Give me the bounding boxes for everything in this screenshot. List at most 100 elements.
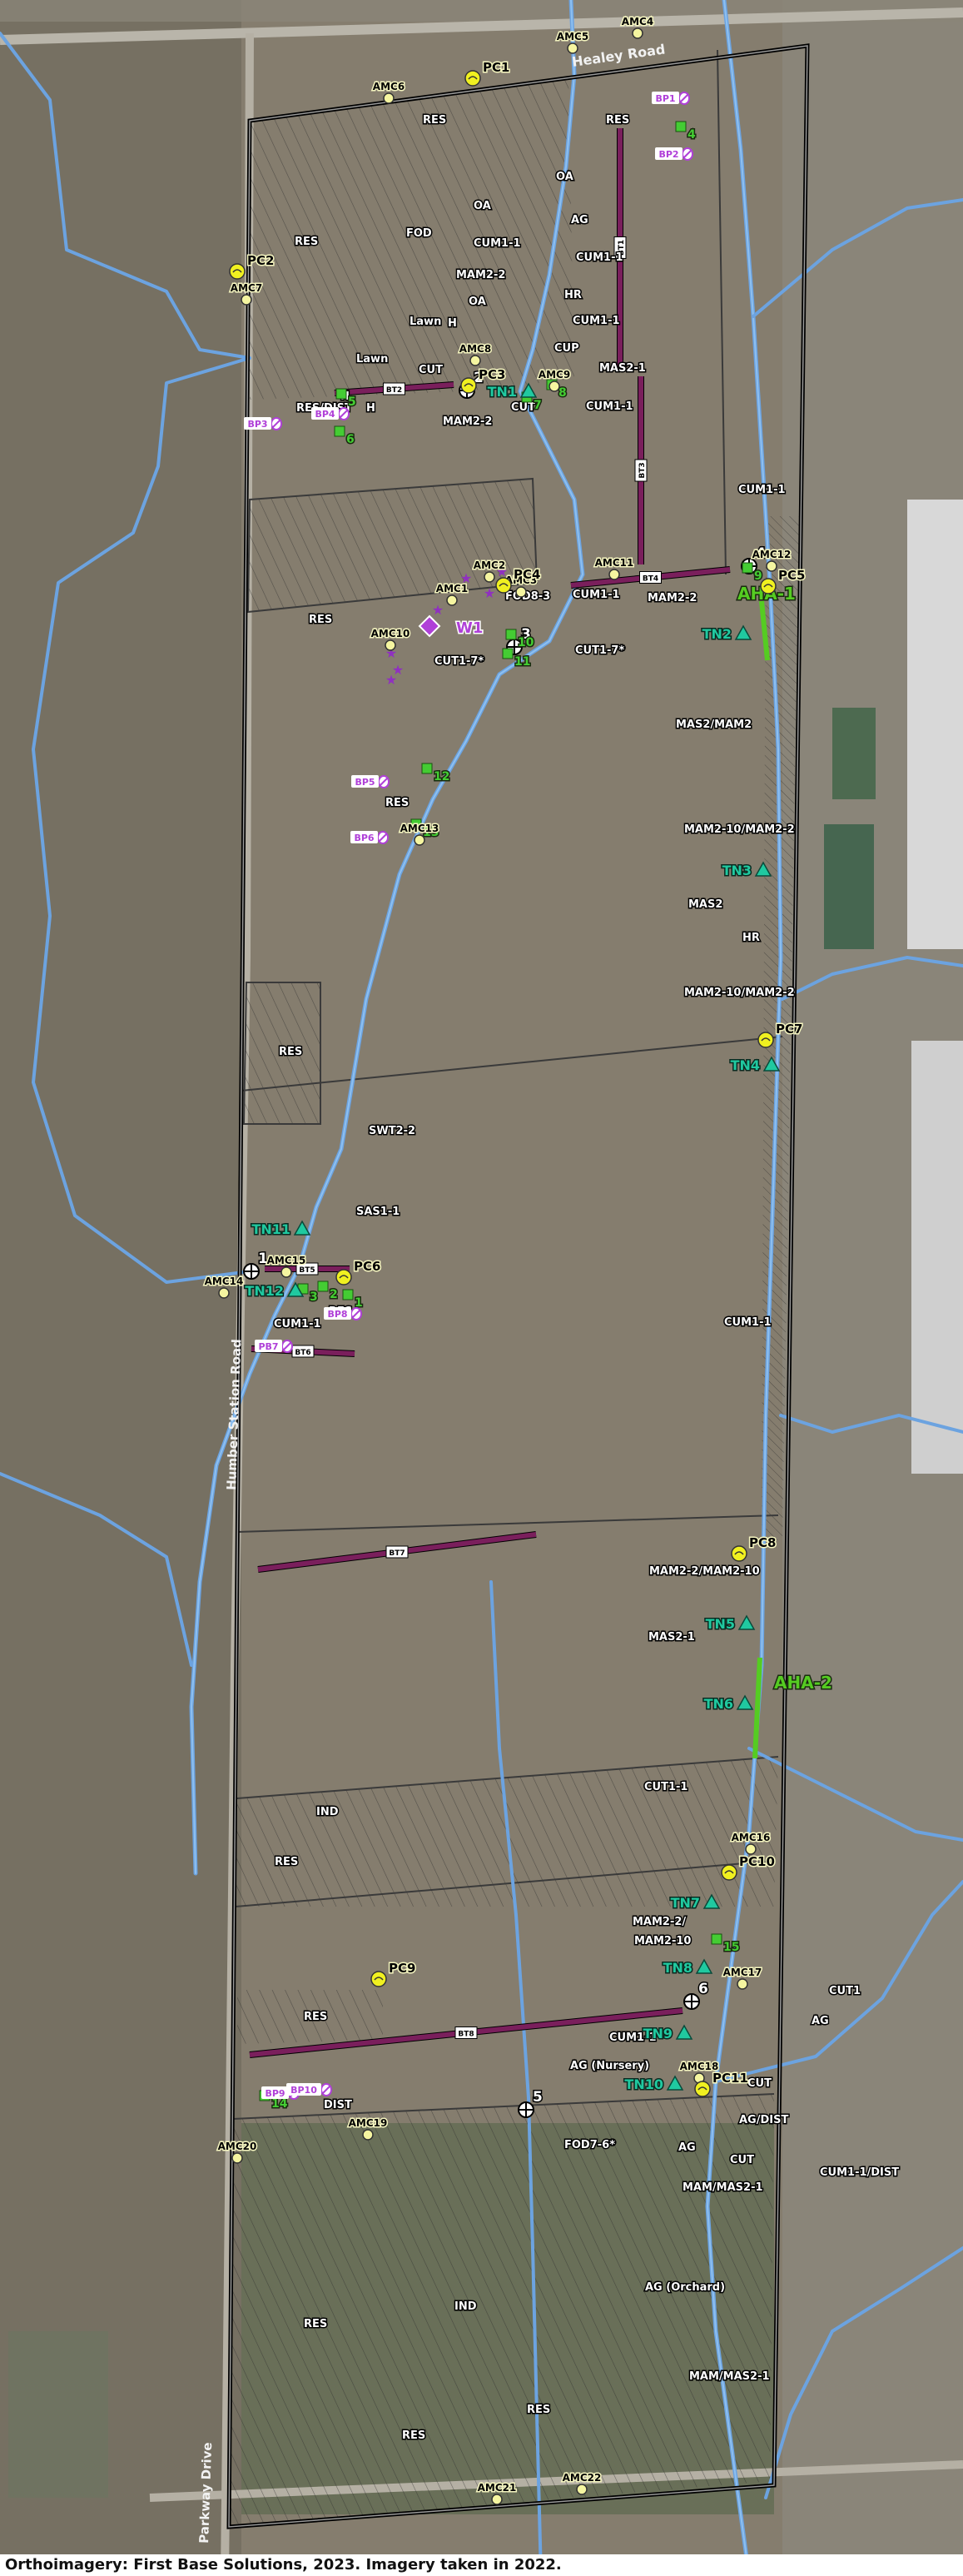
land-unit-label: MAM2-10/MAM2-2 <box>684 987 795 999</box>
probe-bp10: BP10 <box>286 2083 332 2096</box>
station-pc9: PC9 <box>370 1960 417 1987</box>
square-icon <box>421 763 433 774</box>
circle-icon <box>385 639 396 651</box>
station-pc1: PC1 <box>464 59 511 87</box>
land-unit-label: CUT1-7* <box>434 655 484 668</box>
station-tn7: TN7 <box>669 1893 721 1912</box>
station-amc3: AMC3 <box>504 574 539 598</box>
pc-label: PC11 <box>712 2071 748 2086</box>
probe-bp5: BP5 <box>351 775 390 788</box>
circle-icon <box>515 586 527 598</box>
land-unit-label: MAM2-10/MAM2-2 <box>684 823 795 836</box>
station-pc10: PC10 <box>721 1853 776 1881</box>
triangle-icon <box>762 1056 781 1072</box>
probe-bp3: BP3 <box>244 417 282 430</box>
tn-label: TN10 <box>624 2076 663 2092</box>
station-tn12: TN12 <box>244 1281 305 1300</box>
amc-label: AMC17 <box>723 1967 762 1978</box>
land-unit-label: OA <box>469 296 486 308</box>
square-icon <box>502 648 514 659</box>
station-st1: 1 <box>243 1250 269 1280</box>
land-unit-label: FOD7-6* <box>564 2139 615 2151</box>
transect-badge: BT7 <box>385 1545 409 1559</box>
amc-label: AMC2 <box>474 559 505 571</box>
land-unit-label: CUT1-7* <box>575 644 624 657</box>
bird-icon <box>229 263 246 280</box>
transect-badge: BT1 <box>613 236 627 259</box>
station-pc8: PC8 <box>731 1534 777 1562</box>
pc-label: PC7 <box>776 1022 802 1037</box>
station-amc10: AMC10 <box>370 627 411 651</box>
probe-bp6: BP6 <box>350 831 389 844</box>
parcel-outlines <box>232 49 783 2120</box>
bp-label: PB7 <box>258 1341 278 1352</box>
land-unit-label: CUM1-1 <box>573 315 620 327</box>
station-amc17: AMC17 <box>722 1966 763 1990</box>
bp-label: BP6 <box>354 833 374 843</box>
plot-label: 7 <box>534 399 542 412</box>
tn-label: TN12 <box>245 1283 284 1299</box>
square-icon <box>711 1933 722 1945</box>
circle-icon <box>576 2484 588 2495</box>
plot-label: 9 <box>754 569 762 583</box>
station-amc2: AMC2 <box>472 559 507 583</box>
station-amc16: AMC16 <box>730 1831 772 1855</box>
plot-label: 10 <box>518 636 534 649</box>
station-pc11: PC11 <box>694 2070 749 2097</box>
land-unit-label: RES <box>402 2429 425 2442</box>
station-tn9: TN9 <box>642 2024 693 2043</box>
warehouse-roof-2 <box>911 1041 963 1474</box>
transect-label: BT2 <box>386 386 402 395</box>
circle-icon <box>549 380 560 392</box>
triangle-icon <box>519 382 538 398</box>
land-unit-label: MAS2/MAM2 <box>676 719 752 731</box>
land-unit-label: CUT1 <box>829 1985 861 1997</box>
pc-label: PC2 <box>247 253 274 268</box>
plot-p15: 15 <box>711 1933 741 1956</box>
land-unit-label: IND <box>316 1806 339 1818</box>
land-unit-label: FOD8-3 <box>505 590 550 603</box>
land-unit-label: CUM1-1 <box>724 1316 772 1329</box>
bp-label: BP5 <box>355 777 375 788</box>
station-amc21: AMC21 <box>476 2481 518 2505</box>
amc-label: AMC14 <box>205 1276 244 1287</box>
land-unit-label: OA <box>556 171 573 183</box>
land-unit-label: RES <box>606 114 629 127</box>
amc-label: AMC22 <box>563 2472 602 2484</box>
land-unit-label: RES <box>295 236 318 248</box>
star-icon: ★ <box>385 672 397 688</box>
land-unit-label: RES <box>275 1856 298 1868</box>
transect-bt1: BT1 <box>613 128 627 367</box>
land-unit-label: MAS2-1 <box>599 362 646 375</box>
tn-label: TN11 <box>251 1221 290 1237</box>
land-unit-label: CUM1-1 <box>474 237 521 250</box>
circle-icon <box>491 2494 503 2505</box>
triangle-icon <box>286 1281 305 1297</box>
square-icon <box>342 1289 354 1300</box>
plot-label: 2 <box>330 1288 338 1301</box>
aha-aha2: AHA-2 <box>752 1657 833 1759</box>
circle-icon <box>737 1978 748 1990</box>
bird-icon <box>460 377 477 394</box>
land-unit-label: MAM/MAS2-1 <box>689 2370 770 2383</box>
amc-label: AMC19 <box>349 2117 388 2129</box>
land-unit-label: CUM1-1 <box>274 1318 321 1330</box>
probe-bp8: BP8 <box>324 1307 362 1320</box>
land-unit-label: CUM1-1 <box>576 251 623 264</box>
bird-icon <box>370 1971 387 1987</box>
land-unit-label: FOD <box>406 227 432 240</box>
station-tn11: TN11 <box>251 1220 311 1239</box>
amc-label: AMC8 <box>459 343 491 355</box>
pc-label: PC6 <box>354 1259 380 1274</box>
station-tn5: TN5 <box>704 1614 756 1634</box>
probe-bp4: BP4 <box>311 407 350 420</box>
bp-label: BP2 <box>658 149 678 160</box>
station-amc1: AMC1 <box>434 582 469 606</box>
land-unit-label: SAS1-1 <box>356 1206 400 1218</box>
transect-bt3: BT3 <box>634 376 648 564</box>
bird-icon <box>335 1269 352 1286</box>
plot-label: 12 <box>434 770 449 783</box>
square-icon <box>505 629 517 640</box>
plot-p10: 10 <box>505 629 535 651</box>
